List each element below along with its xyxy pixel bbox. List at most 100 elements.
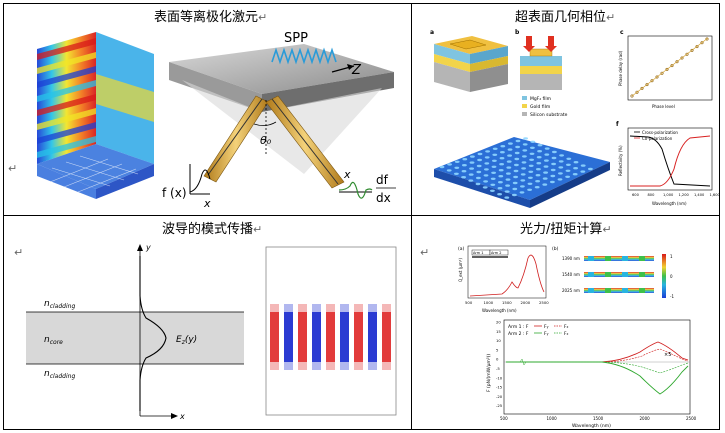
pillar — [491, 165, 497, 168]
field-bar-segment — [622, 288, 628, 293]
fx-label: f (x) — [162, 186, 187, 200]
pillar — [520, 173, 526, 176]
cbar-tick-top: 1 — [670, 254, 673, 259]
series-arm1-fx — [506, 341, 689, 363]
force-ytick-label: -10 — [496, 375, 503, 380]
field-band — [382, 312, 391, 362]
field-stripe — [37, 94, 96, 116]
field-band-fade — [354, 362, 363, 370]
phase-point — [645, 83, 649, 87]
legend-fy1: Fy — [544, 324, 549, 330]
x-label: x — [203, 197, 211, 210]
phase-fit-line — [631, 37, 709, 97]
pillar — [522, 149, 528, 152]
return-mark: ↵ — [8, 162, 18, 175]
pillar — [573, 167, 578, 170]
theta-label: θ₀ — [260, 134, 272, 147]
field-bar-segment — [622, 256, 628, 261]
field-band-fade — [354, 304, 363, 312]
pillar — [534, 186, 540, 189]
pillar — [529, 158, 534, 161]
force-ytick-label: -25 — [496, 403, 503, 408]
pillar — [454, 166, 460, 169]
pillar — [469, 167, 474, 170]
table-divider-vertical — [411, 4, 412, 429]
pillar — [462, 164, 467, 167]
field-bands — [270, 304, 391, 370]
refl-tick-label: 1,200 — [679, 193, 690, 197]
field-map — [265, 246, 397, 416]
refl-tick-label: 800 — [648, 193, 656, 197]
force-ytick-label: -5 — [496, 366, 500, 371]
prism-shadow — [182, 80, 382, 174]
pillar — [558, 160, 564, 163]
metal-slab — [169, 44, 394, 112]
pillar — [551, 162, 556, 166]
cell-spp: 表面等离极化激元↵ ↵ — [4, 4, 411, 215]
pillar — [484, 168, 489, 171]
pillar — [542, 183, 548, 186]
field-band — [312, 312, 321, 362]
field-bar — [584, 272, 654, 277]
caption-waveguide-text: 波导的模式传播 — [162, 222, 254, 237]
phase-point — [650, 79, 654, 83]
pillar — [521, 161, 527, 164]
phase-ylabel: Phase delay (rad) — [618, 50, 623, 86]
force-xlabel: Wavelength (nm) — [572, 423, 611, 429]
field-bar-segment — [605, 272, 611, 277]
pillar — [566, 157, 572, 160]
phase-point — [705, 37, 709, 41]
x2-label: x — [343, 168, 351, 181]
pillar — [484, 156, 490, 159]
pillar — [580, 164, 586, 167]
pillar — [536, 162, 542, 165]
pillar — [544, 153, 550, 156]
field-bar — [584, 256, 654, 261]
panel-f-label: f — [616, 121, 619, 128]
pillar — [514, 163, 519, 167]
refl-xlabel: Wavelength (nm) — [652, 201, 687, 206]
pillar — [461, 176, 466, 179]
pillar — [550, 174, 556, 178]
field-band-fade — [382, 362, 391, 370]
z-axis-label: Z — [351, 63, 362, 78]
phase-point — [640, 86, 644, 90]
pillar — [528, 164, 534, 167]
force-xtick-label: 500 — [500, 416, 508, 421]
legend-gold: Gold film — [530, 104, 550, 110]
pillar — [588, 167, 593, 171]
metasurface-figure: a b — [430, 29, 721, 208]
pillar — [468, 173, 474, 176]
field-band-fade — [284, 304, 293, 312]
pillar — [504, 190, 510, 193]
force-panel-b: (b) — [552, 246, 559, 252]
field-bar-segment — [622, 272, 628, 277]
field-bar — [584, 288, 654, 293]
x-axis-label: x — [179, 412, 185, 421]
pillar — [544, 147, 550, 150]
pillar — [454, 172, 459, 175]
field-band-fade — [312, 362, 321, 370]
reflected-beam — [265, 95, 345, 189]
field-bar-segment — [605, 256, 611, 261]
phase-point — [700, 41, 704, 45]
pillar — [559, 154, 564, 157]
pillar — [530, 146, 535, 149]
series-arm2-fx — [506, 361, 689, 395]
pillar — [550, 180, 555, 184]
pillar — [490, 177, 496, 180]
field-band — [368, 312, 377, 362]
pillar — [500, 151, 505, 154]
spp-title: SPP — [284, 31, 308, 46]
colorbar: 1 0 -1 — [662, 254, 674, 299]
pillar — [506, 172, 511, 175]
field-bar-segment — [605, 288, 611, 293]
pillar — [462, 158, 468, 161]
core-label: ncore — [44, 335, 63, 346]
pillar — [454, 160, 460, 163]
phase-point — [635, 90, 639, 94]
refl-tick-label: 1,000 — [663, 193, 674, 197]
field-bar-segment — [588, 256, 594, 261]
pillar — [469, 161, 475, 164]
